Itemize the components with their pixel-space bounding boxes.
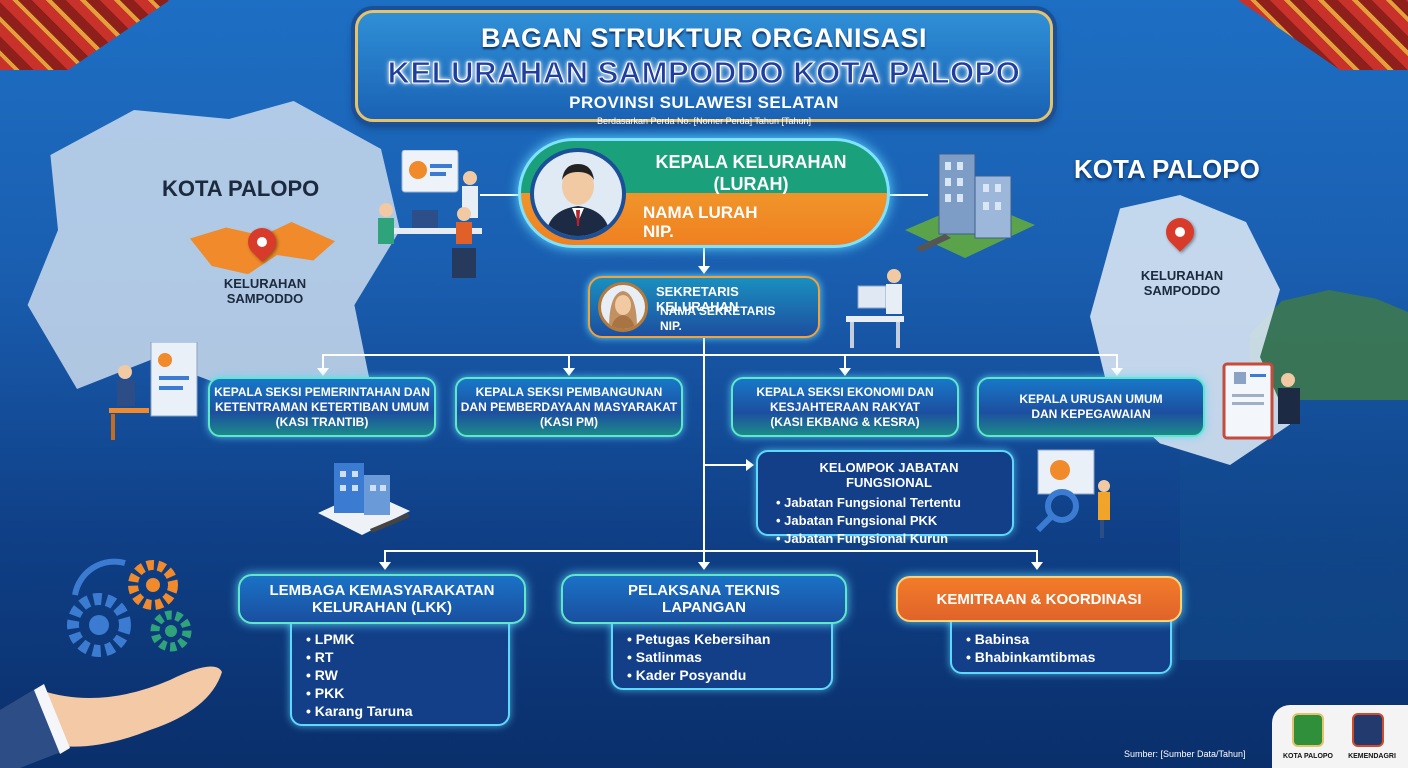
coastal-city-illustration	[1250, 290, 1408, 400]
title-line-1: BAGAN STRUKTUR ORGANISASI	[480, 23, 927, 53]
analyst-illustration	[105, 341, 200, 442]
kemendagri-logo	[1352, 713, 1384, 747]
fungsional-list: Jabatan Fungsional Tertentu Jabatan Fung…	[776, 494, 1002, 548]
kasi-pm-box: KEPALA SEKSI PEMBANGUNAN DAN PEMBERDAYAA…	[455, 377, 683, 437]
map-right-label: KELURAHAN SAMPODDO	[1140, 268, 1224, 298]
secretary-desk-illustration	[840, 266, 910, 348]
gears-icon	[55, 555, 195, 665]
map-left-title: KOTA PALOPO	[162, 176, 320, 201]
arrow-down-icon	[698, 562, 710, 570]
ornament-top-left	[0, 0, 170, 70]
list-item: Karang Taruna	[306, 702, 508, 720]
list-item: Bhabinkamtibmas	[966, 648, 1170, 666]
arrow-down-icon	[317, 368, 329, 376]
search-chart-illustration	[1030, 446, 1120, 538]
list-item: LPMK	[306, 630, 508, 648]
arrow-down-icon	[563, 368, 575, 376]
connector-line	[480, 194, 520, 196]
arrow-down-icon	[698, 266, 710, 274]
office-team-illustration	[372, 149, 497, 280]
sekretaris-role: SEKRETARIS KELURAHAN	[656, 284, 739, 314]
arrow-down-icon	[1111, 368, 1123, 376]
list-item: Satlinmas	[627, 648, 831, 666]
list-item: RW	[306, 666, 508, 684]
lurah-name: NAMA LURAH	[643, 203, 758, 222]
map-left-label: KELURAHAN SAMPODDO	[223, 276, 307, 306]
document-clipboard-illustration	[1222, 362, 1310, 442]
connector-line	[384, 550, 386, 564]
lurah-details: NAMA LURAH NIP.	[643, 203, 758, 241]
connector-line	[322, 354, 324, 370]
sekretaris-name: NAMA SEKRETARIS	[660, 304, 776, 318]
connector-line	[568, 354, 570, 370]
connector-line	[844, 354, 846, 370]
list-item: PKK	[306, 684, 508, 702]
connector-line	[703, 248, 705, 268]
connector-line	[888, 194, 928, 196]
source-note: Sumber: [Sumber Data/Tahun]	[1124, 749, 1246, 759]
list-item: Jabatan Fungsional Tertentu	[776, 494, 1002, 512]
kota-palopo-logo	[1292, 713, 1324, 747]
lurah-nip: NIP.	[643, 222, 674, 241]
kasi-trantib-box: KEPALA SEKSI PEMERINTAHAN DAN KETENTRAMA…	[208, 377, 436, 437]
fungsional-box: KELOMPOK JABATAN FUNGSIONAL Jabatan Fung…	[756, 450, 1014, 546]
sekretaris-avatar	[598, 282, 648, 332]
kasi-branch-line	[322, 354, 1118, 356]
list-item: RT	[306, 648, 508, 666]
logo-area: KOTA PALOPO KEMENDAGRI	[1272, 705, 1408, 768]
trunk-line	[703, 338, 705, 560]
list-item: Petugas Kebersihan	[627, 630, 831, 648]
small-building-illustration	[318, 455, 410, 540]
sekretaris-nip: NIP.	[660, 319, 682, 333]
connector-line	[704, 464, 748, 466]
kemendagri-logo-label: KEMENDAGRI	[1348, 753, 1396, 760]
title-banner: BAGAN STRUKTUR ORGANISASI KELURAHAN SAMP…	[355, 10, 1053, 126]
pelaksana-header: PELAKSANA TEKNIS LAPANGAN	[561, 574, 847, 624]
kota-palopo-logo-label: KOTA PALOPO	[1282, 753, 1334, 760]
connector-line	[1116, 354, 1118, 370]
list-item: Jabatan Fungsional PKK	[776, 512, 1002, 530]
kaur-umum-box: KEPALA URUSAN UMUM DAN KEPEGAWAIAN	[977, 377, 1205, 437]
kasi-ekbang-box: KEPALA SEKSI EKONOMI DAN KESJAHTERAAN RA…	[731, 377, 959, 437]
title-basis: Berdasarkan Perda No. [Nomer Perda] Tahu…	[597, 116, 811, 126]
ornament-top-right	[1238, 0, 1408, 70]
arrow-right-icon	[746, 459, 754, 471]
sekretaris-details: NAMA SEKRETARIS NIP.	[660, 304, 775, 334]
title-line-2: KELURAHAN SAMPODDO KOTA PALOPO	[387, 55, 1021, 91]
kemitraan-header: KEMITRAAN & KOORDINASI	[896, 576, 1182, 622]
arrow-down-icon	[1031, 562, 1043, 570]
bottom-branch-line	[384, 550, 1038, 552]
list-item: Kader Posyandu	[627, 666, 831, 684]
arrow-down-icon	[839, 368, 851, 376]
fungsional-title: KELOMPOK JABATAN FUNGSIONAL	[819, 460, 959, 490]
open-hand-illustration	[0, 650, 225, 768]
lurah-avatar	[530, 148, 626, 240]
office-building-illustration	[905, 150, 1035, 265]
arrow-down-icon	[379, 562, 391, 570]
title-line-3: PROVINSI SULAWESI SELATAN	[569, 93, 839, 112]
connector-line	[703, 550, 705, 564]
kemitraan-list: Babinsa Bhabinkamtibmas	[966, 630, 1170, 666]
pelaksana-list: Petugas Kebersihan Satlinmas Kader Posya…	[627, 630, 831, 684]
lkk-list: LPMK RT RW PKK Karang Taruna	[306, 630, 508, 720]
list-item: Jabatan Fungsional Kurun	[776, 530, 1002, 548]
map-right-title: KOTA PALOPO	[1074, 154, 1260, 184]
lurah-role: KEPALA KELURAHAN (LURAH)	[655, 152, 847, 194]
connector-line	[1036, 550, 1038, 564]
lkk-header: LEMBAGA KEMASYARAKATAN KELURAHAN (LKK)	[238, 574, 526, 624]
list-item: Babinsa	[966, 630, 1170, 648]
